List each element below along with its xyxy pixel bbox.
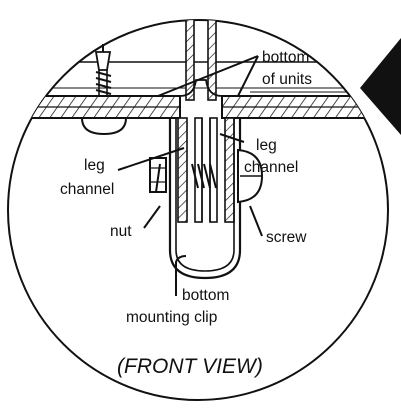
view-caption: (FRONT VIEW)	[117, 355, 263, 378]
label-screw: screw	[266, 229, 307, 246]
label-nut: nut	[110, 223, 132, 240]
label-bottom-of-units-line2: of units	[262, 71, 312, 88]
label-leg-channel-right-line1: leg	[256, 137, 277, 154]
label-leg-channel-left-line2: channel	[60, 181, 114, 198]
nut-shape	[149, 157, 167, 193]
pointer-wedge	[360, 38, 401, 135]
label-bottom-of-units-line1: bottom	[262, 49, 309, 66]
label-leg-channel-right-line2: channel	[244, 159, 298, 176]
label-bottom-mounting-clip-line2: mounting clip	[126, 309, 217, 326]
self-tapping-screw	[80, 44, 128, 136]
screw-bolt	[191, 148, 264, 204]
label-bottom-mounting-clip-line1: bottom	[182, 287, 229, 304]
bottom-mounting-clip	[168, 118, 242, 280]
label-leg-channel-left-line1: leg	[84, 157, 105, 174]
